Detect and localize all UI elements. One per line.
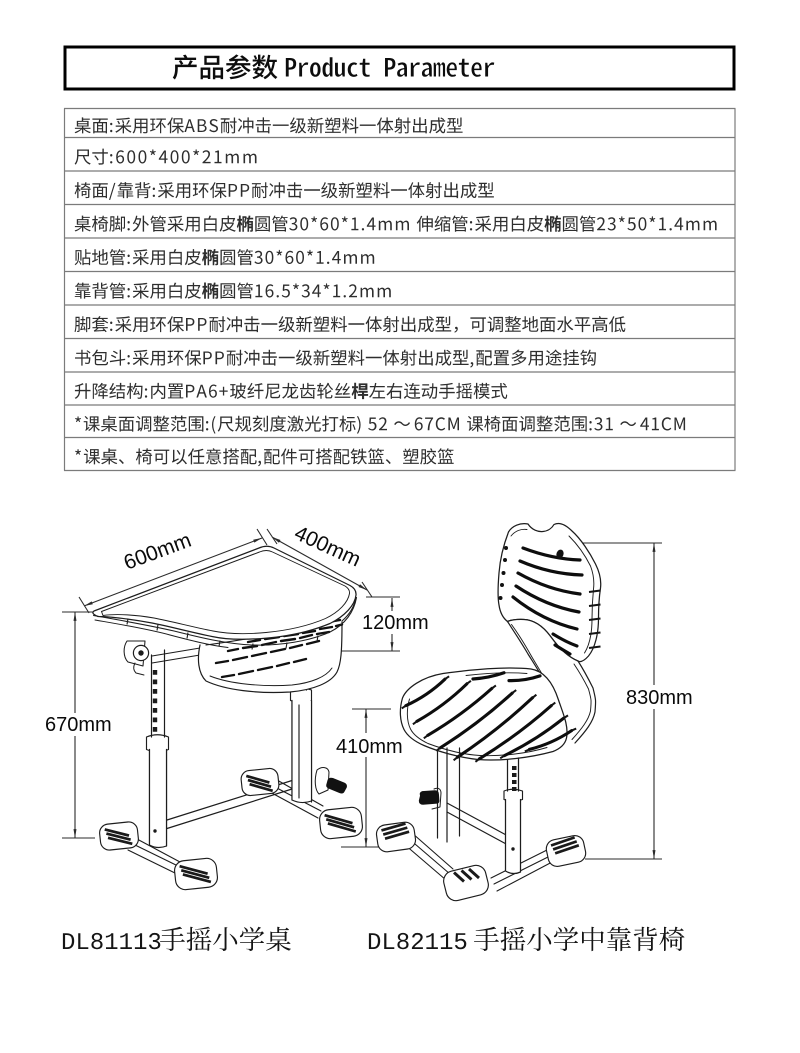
svg-text:670mm: 670mm: [45, 714, 112, 736]
svg-text:830mm: 830mm: [626, 687, 693, 709]
svg-text:120mm: 120mm: [362, 612, 429, 634]
svg-text:410mm: 410mm: [336, 736, 403, 758]
